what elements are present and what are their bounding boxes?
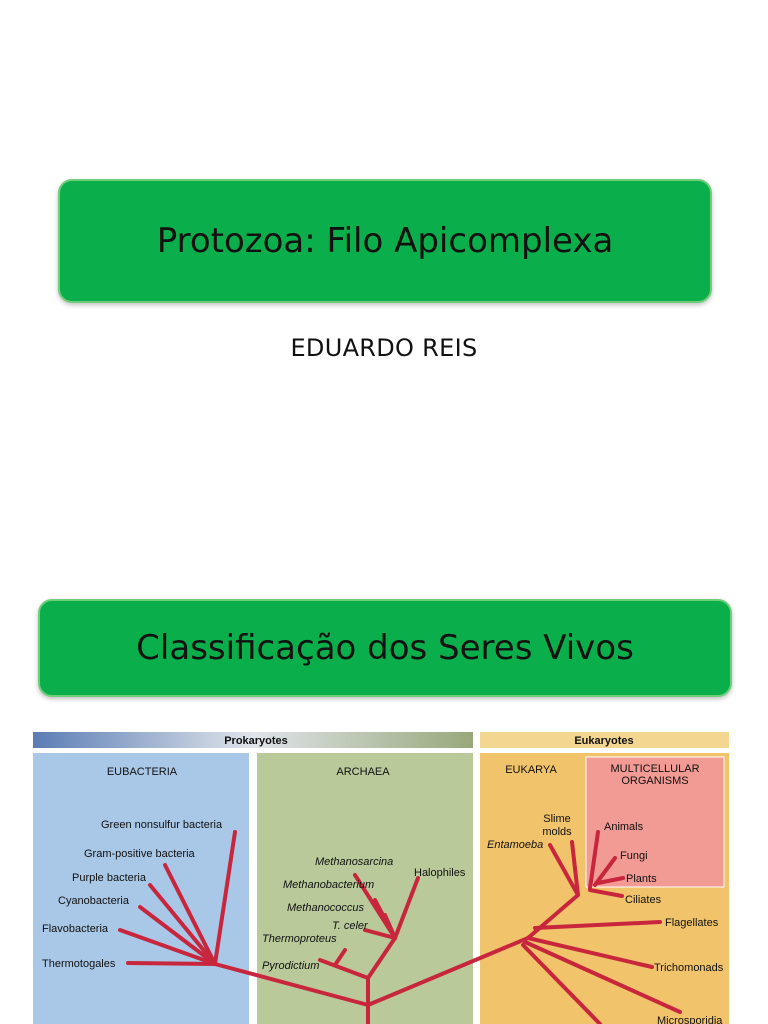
eukarya-header: EUKARYA: [505, 764, 557, 776]
taxon-slime-molds-line2: molds: [542, 826, 572, 838]
slide1-title: Protozoa: Filo Apicomplexa: [58, 179, 712, 303]
multicellular-panel: [585, 756, 725, 888]
taxon-methanosarcina: Methanosarcina: [315, 856, 393, 868]
taxon-methanococcus: Methanococcus: [287, 902, 365, 914]
taxon-plants: Plants: [626, 873, 657, 885]
prokaryotes-label: Prokaryotes: [224, 735, 288, 747]
eukaryotes-bar: [480, 732, 729, 748]
multicellular-header-line2: ORGANISMS: [621, 775, 688, 787]
taxon-t-celer: T. celer: [332, 920, 369, 932]
taxon-ciliates: Ciliates: [625, 894, 662, 906]
taxon-thermotogales: Thermotogales: [42, 958, 116, 970]
tree-branches: [118, 830, 682, 1024]
taxon-fungi: Fungi: [620, 850, 648, 862]
taxon-methanobacterium: Methanobacterium: [283, 879, 374, 891]
taxon-gram-positive: Gram-positive bacteria: [84, 848, 196, 860]
taxon-animals: Animals: [604, 821, 644, 833]
taxon-slime-molds-line1: Slime: [543, 813, 571, 825]
taxon-purple-bacteria: Purple bacteria: [72, 872, 147, 884]
archaea-header: ARCHAEA: [336, 766, 390, 778]
taxon-halophiles: Halophiles: [414, 867, 466, 879]
prokaryotes-bar: [33, 732, 473, 748]
taxon-cyanobacteria: Cyanobacteria: [58, 895, 130, 907]
eubacteria-panel: [33, 753, 249, 1024]
taxon-green-nonsulfur: Green nonsulfur bacteria: [101, 819, 223, 831]
multicellular-header-line1: MULTICELLULAR: [610, 763, 699, 775]
slide2-title-text: Classificação dos Seres Vivos: [136, 628, 634, 668]
slide2-title: Classificação dos Seres Vivos: [38, 599, 732, 697]
taxon-flavobacteria: Flavobacteria: [42, 923, 109, 935]
eubacteria-header: EUBACTERIA: [107, 766, 178, 778]
author-name: EDUARDO REIS: [290, 334, 478, 362]
slide1-title-text: Protozoa: Filo Apicomplexa: [156, 221, 614, 261]
taxon-trichomonads: Trichomonads: [654, 962, 724, 974]
taxon-microsporidia: Microsporidia: [657, 1015, 723, 1024]
taxon-flagellates: Flagellates: [665, 917, 719, 929]
taxon-thermoproteus: Thermoproteus: [262, 933, 337, 945]
eukaryotes-label: Eukaryotes: [574, 735, 633, 747]
taxon-entamoeba: Entamoeba: [487, 839, 543, 851]
taxon-pyrodictium: Pyrodictium: [262, 960, 319, 972]
